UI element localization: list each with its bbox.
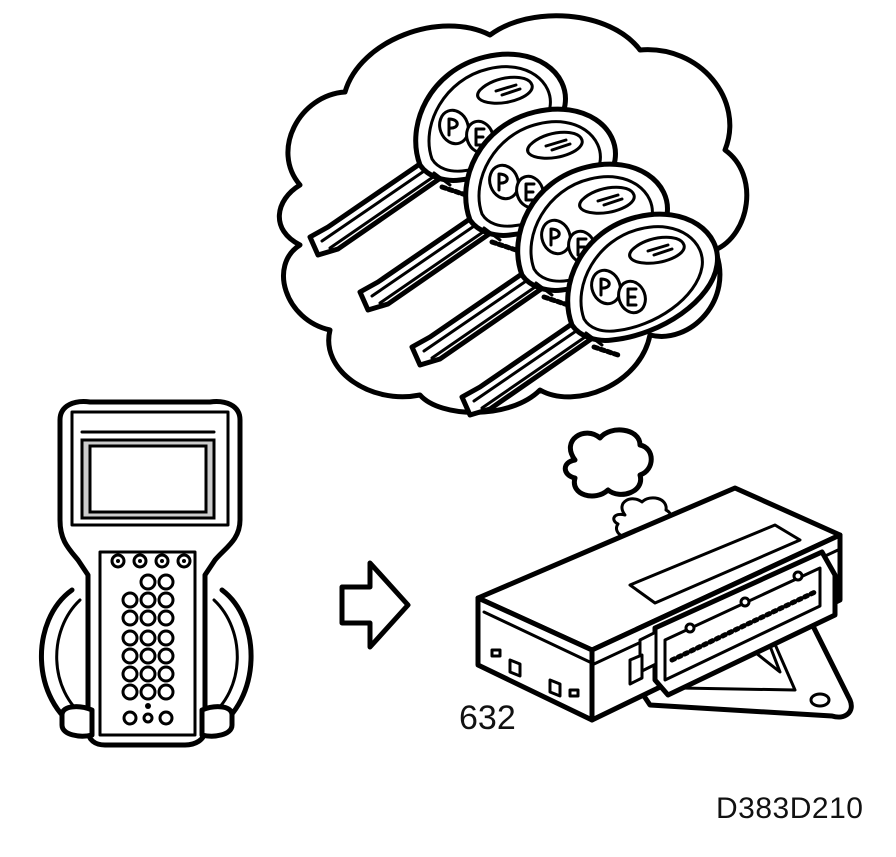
figure-id-label: D383D210 bbox=[716, 792, 864, 825]
hollow-arrow-right-icon bbox=[339, 560, 411, 650]
part-number-label: 632 bbox=[459, 699, 516, 737]
diagnostic-tester-icon bbox=[39, 399, 254, 748]
control-module-icon bbox=[475, 485, 854, 723]
